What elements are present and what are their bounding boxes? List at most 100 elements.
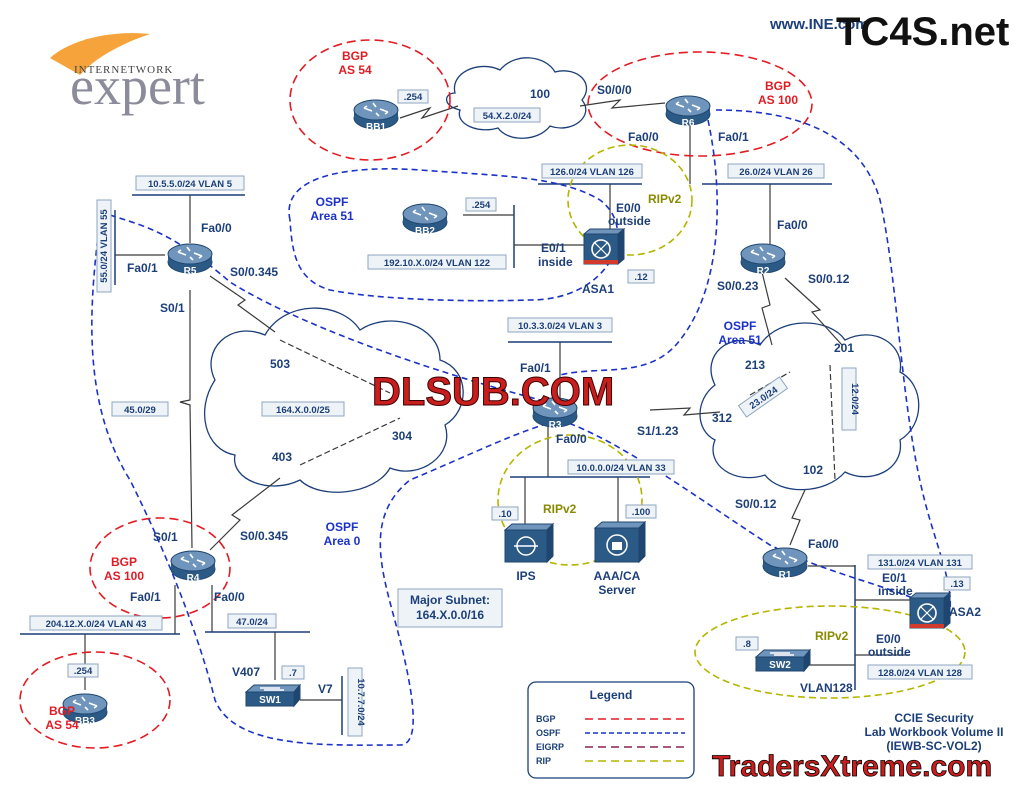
svg-text:S0/0/0: S0/0/0 [597,83,632,97]
svg-text:Fa0/1: Fa0/1 [520,361,551,375]
svg-text:CCIE Security: CCIE Security [894,711,974,725]
subnet-label-12: 12.0/24 [841,367,860,431]
svg-text:126.0/24 VLAN 126: 126.0/24 VLAN 126 [550,167,634,178]
svg-text:55.0/24 VLAN 55: 55.0/24 VLAN 55 [99,209,110,283]
svg-text:Fa0/0: Fa0/0 [201,221,232,235]
svg-text:BGP: BGP [765,79,791,93]
svg-text:R4: R4 [187,573,200,584]
ethernet-segments [20,120,910,735]
svg-text:201: 201 [834,341,854,355]
major-subnet-callout: Major Subnet: 164.X.0.0/16 [397,588,503,628]
domain-labels: BGP AS 54 BGP AS 100 BGP AS 100 BGP AS 5… [45,49,848,732]
svg-text:10.0.0.0/24 VLAN 33: 10.0.0.0/24 VLAN 33 [576,463,665,474]
svg-text:RIPv2: RIPv2 [815,629,849,643]
device-asa2[interactable] [909,592,951,629]
subnet-label-45: 45.0/29 [111,401,169,417]
device-aaa-server[interactable] [593,520,647,564]
host-label-asa2: .13 [943,576,971,591]
subnet-label-54: 54.X.2.0/24 [473,107,541,123]
subnet-label-100: 10.0.0.0/24 VLAN 33 [567,459,675,475]
subnet-label-47: 47.0/24 [227,613,277,629]
svg-text:204.12.X.0/24 VLAN 43: 204.12.X.0/24 VLAN 43 [46,619,147,630]
svg-text:503: 503 [270,357,290,371]
legend-item-bgp: BGP [536,714,556,724]
svg-text:Server: Server [598,583,636,597]
svg-text:S0/1: S0/1 [160,301,185,315]
svg-text:BB3: BB3 [75,716,95,727]
svg-text:12.0/24: 12.0/24 [849,383,860,415]
subnet-label-105: 10.5.5.0/24 VLAN 5 [135,175,245,191]
svg-text:164.X.0.0/25: 164.X.0.0/25 [276,405,331,416]
subnet-label-164: 164.X.0.0/25 [261,401,345,417]
svg-text:AS 54: AS 54 [338,63,372,77]
svg-text:S0/0.12: S0/0.12 [735,497,777,511]
device-name-labels: BB1 BB2 BB3 R6 R5 R2 R3 R4 R1 SW1 SW2 AS… [75,118,981,727]
svg-text:R5: R5 [184,266,197,277]
svg-text:26.0/24 VLAN 26: 26.0/24 VLAN 26 [739,167,812,178]
svg-text:OSPF: OSPF [316,195,349,209]
svg-text:BGP: BGP [49,704,75,718]
tc4s-watermark: TC4S.net [836,10,1009,54]
svg-text:Fa0/0: Fa0/0 [628,130,659,144]
interface-labels: S0/0/0 Fa0/0 Fa0/1 100 E0/0 outside E0/1… [127,83,913,696]
frame-relay-cloud-right [699,322,920,491]
svg-text:304: 304 [392,429,412,443]
svg-text:10.5.5.0/24 VLAN 5: 10.5.5.0/24 VLAN 5 [148,179,233,190]
subnet-label-128: 128.0/24 VLAN 128 [867,664,973,680]
svg-text:E0/1: E0/1 [882,571,907,585]
svg-text:.7: .7 [289,668,297,679]
svg-text:100: 100 [530,87,550,101]
legend-item-eigrp: EIGRP [536,742,564,752]
host-label-asa1: .12 [627,269,655,284]
svg-text:Fa0/0: Fa0/0 [556,432,587,446]
svg-text:AS 100: AS 100 [104,569,144,583]
svg-text:10.7.7.0/24: 10.7.7.0/24 [355,678,366,726]
svg-text:R6: R6 [682,118,695,129]
svg-text:.8: .8 [743,639,751,650]
logo-wordmark: expert [70,56,205,116]
host-label-bb1: .254 [397,89,429,104]
svg-text:OSPF: OSPF [724,319,757,333]
svg-text:AAA/CA: AAA/CA [594,569,641,583]
dlsub-watermark: DLSUB.COM [372,370,614,414]
frame-relay-cloud-main [203,307,464,493]
svg-text:V7: V7 [318,682,333,696]
logo-subtitle: INTERNETWORK [74,64,173,76]
svg-text:.12: .12 [634,272,647,283]
svg-text:E0/0: E0/0 [616,201,641,215]
svg-text:S0/0.345: S0/0.345 [230,265,278,279]
subnet-label-192: 192.10.X.0/24 VLAN 122 [367,254,507,270]
svg-text:Fa0/1: Fa0/1 [718,130,749,144]
device-ips[interactable] [503,522,555,564]
svg-text:VLAN128: VLAN128 [800,681,853,695]
svg-text:AS 100: AS 100 [758,93,798,107]
svg-text:SW2: SW2 [769,660,791,671]
svg-text:Fa0/1: Fa0/1 [127,261,158,275]
device-asa1[interactable] [583,228,625,265]
host-label-sw2: .8 [735,636,759,651]
svg-text:inside: inside [538,255,573,269]
svg-text:ASA1: ASA1 [582,282,614,296]
svg-text:S0/0.345: S0/0.345 [240,529,288,543]
svg-text:Area 51: Area 51 [310,209,354,223]
serial-links [179,99,843,551]
svg-text:R2: R2 [757,266,770,277]
legend-item-ospf: OSPF [536,728,561,738]
svg-text:IPS: IPS [516,569,535,583]
svg-text:RIPv2: RIPv2 [543,502,577,516]
routing-domain-outlines [19,39,966,749]
svg-text:Area 51: Area 51 [718,333,762,347]
svg-text:Fa0/0: Fa0/0 [808,537,839,551]
svg-text:V407: V407 [232,665,260,679]
subnet-label-126: 126.0/24 VLAN 126 [541,163,643,179]
svg-text:128.0/24 VLAN 128: 128.0/24 VLAN 128 [878,668,962,679]
svg-text:.254: .254 [74,666,93,677]
svg-text:Area 0: Area 0 [324,534,361,548]
svg-text:.254: .254 [404,92,423,103]
svg-text:131.0/24 VLAN 131: 131.0/24 VLAN 131 [878,558,963,569]
host-label-aaa: .100 [625,504,657,519]
internetwork-expert-logo: expert INTERNETWORK [50,33,205,116]
svg-text:Fa0/0: Fa0/0 [214,590,245,604]
tradersxtreme-watermark: TradersXtreme.com [712,750,992,783]
